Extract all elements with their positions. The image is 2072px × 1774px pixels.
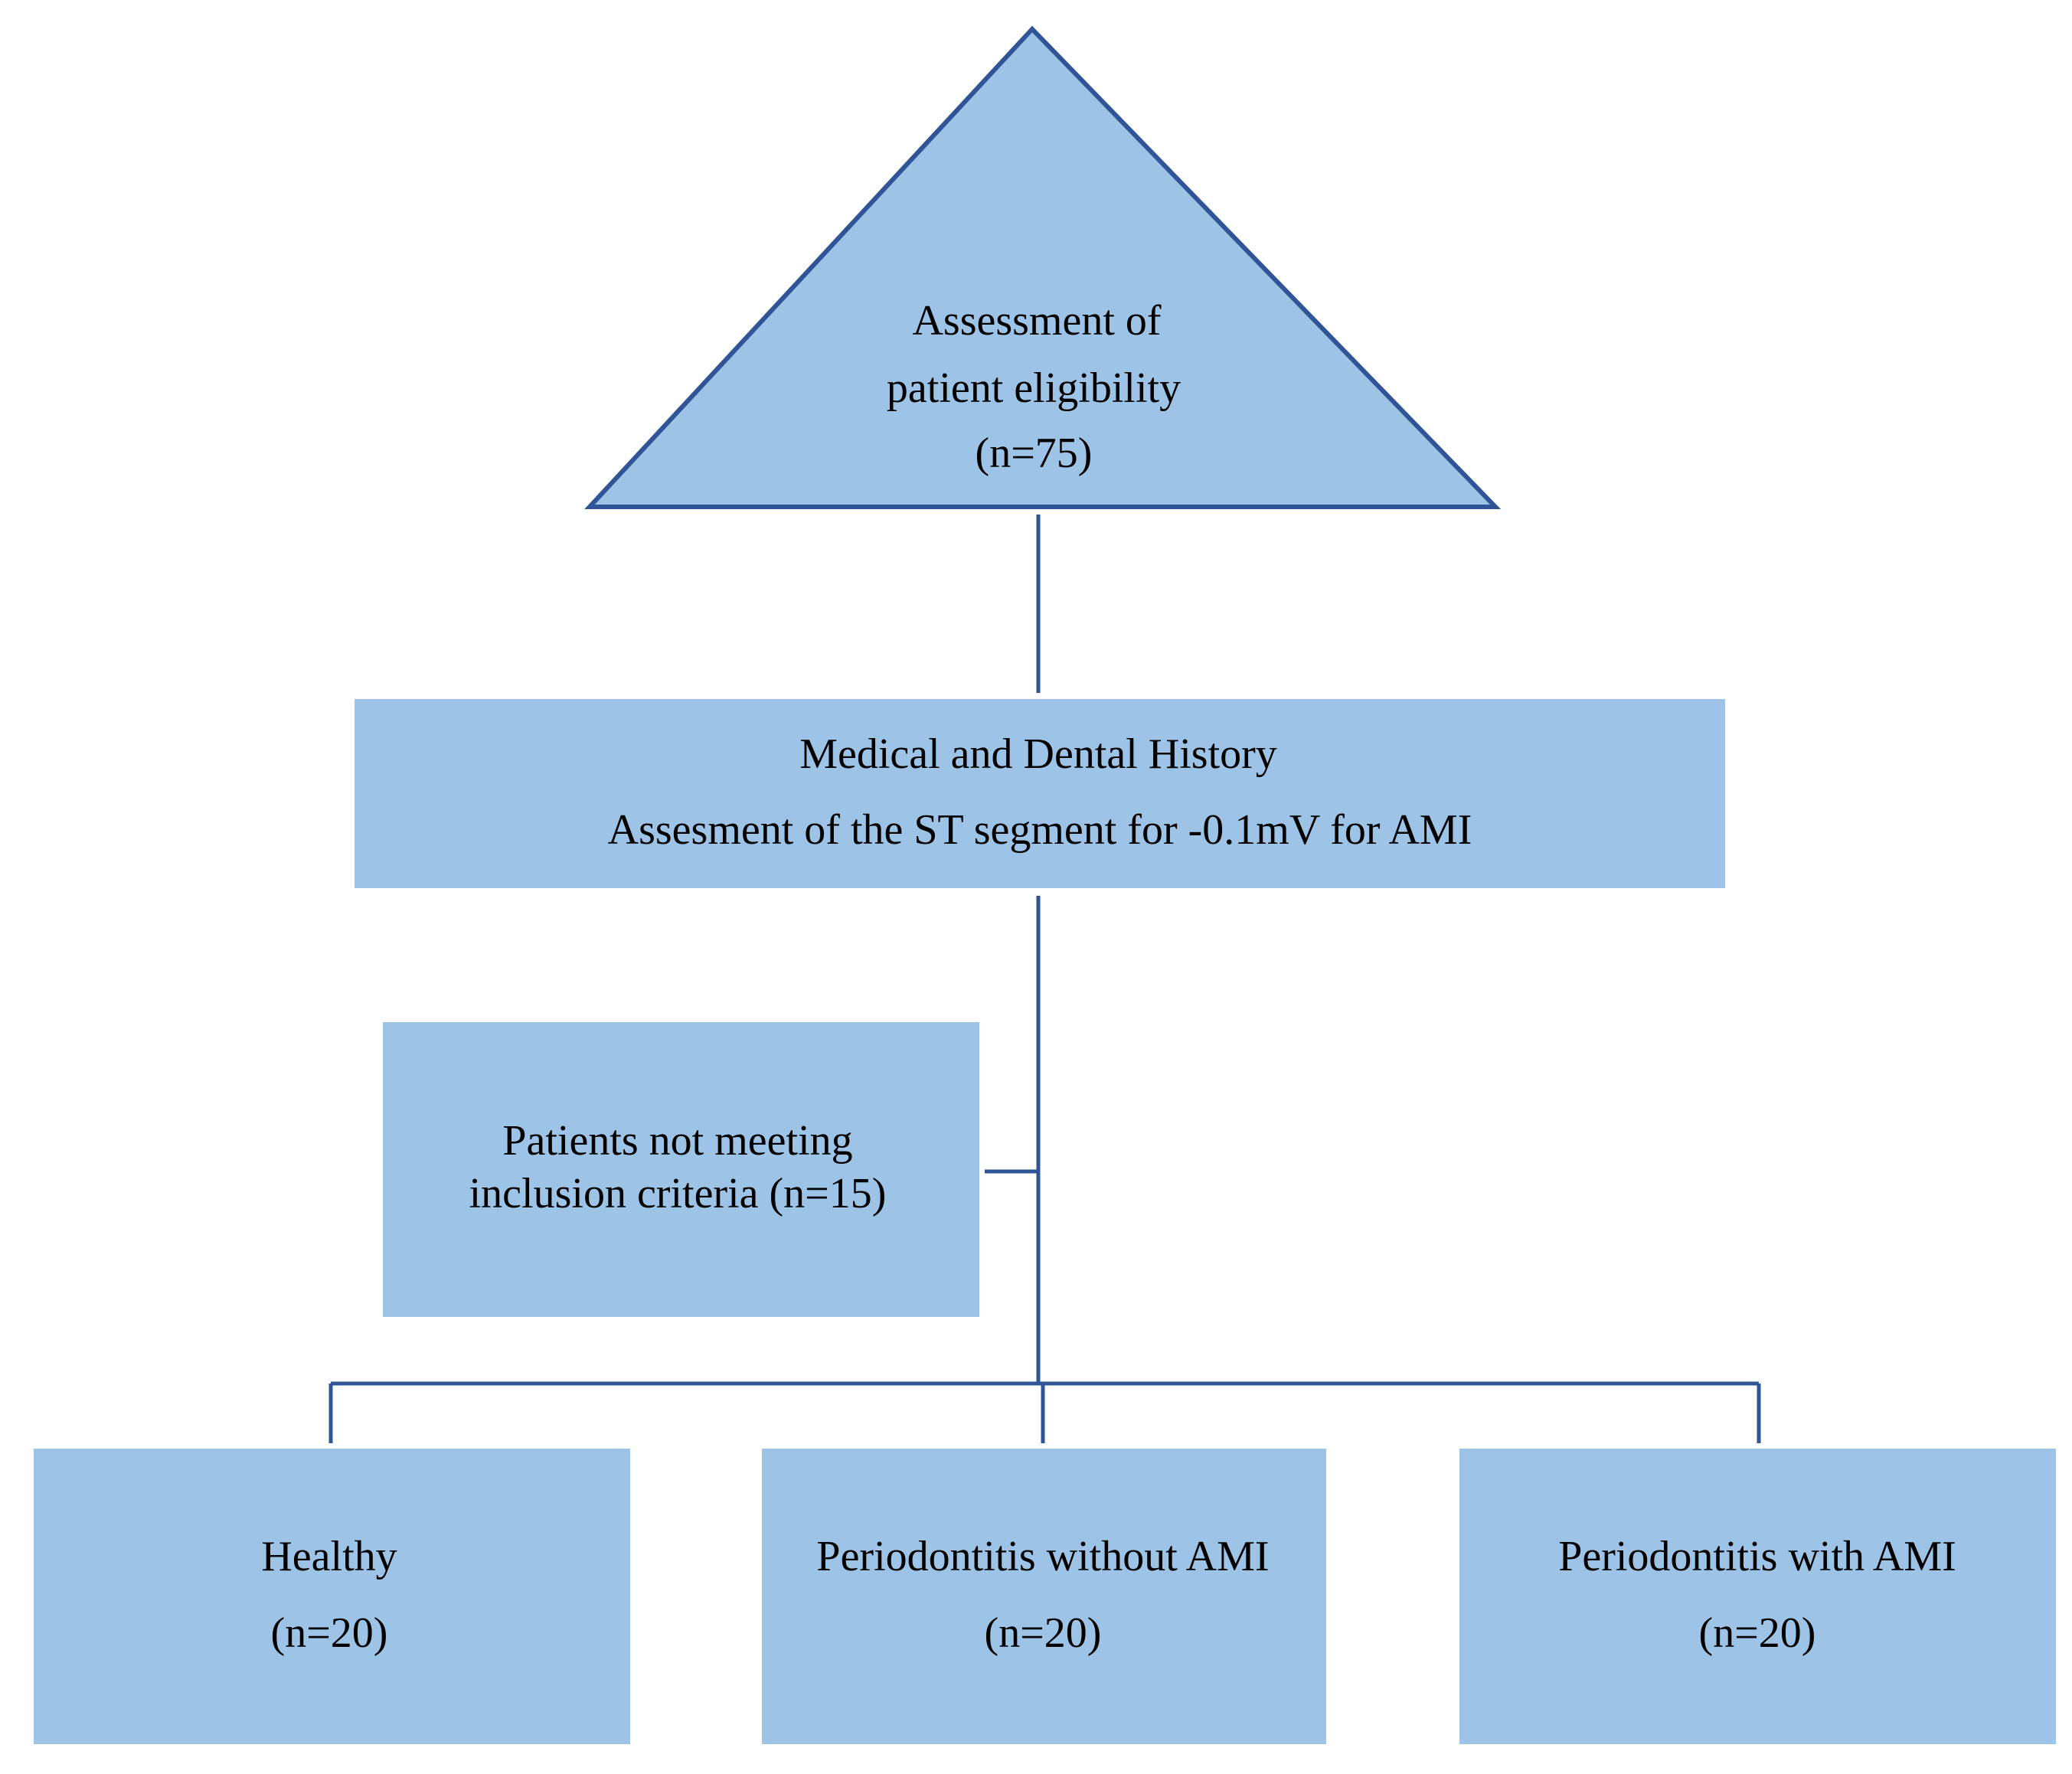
eligibility-triangle (584, 25, 1502, 509)
healthy-line-2: (n=20) (271, 1609, 388, 1657)
healthy-box (34, 1449, 630, 1744)
eligibility-node: Assessment of patient eligibility (n=75) (584, 25, 1502, 509)
healthy-node: Healthy (n=20) (34, 1449, 630, 1744)
perio-ami-line-2: (n=20) (1699, 1609, 1816, 1657)
perio-ami-line-1: Periodontitis with AMI (1558, 1533, 1956, 1580)
perio-ami-node: Periodontitis with AMI (n=20) (1459, 1449, 2056, 1744)
eligibility-line-1: Assessment of (912, 297, 1161, 345)
perio-no-ami-line-1: Periodontitis without AMI (816, 1533, 1269, 1580)
eligibility-line-3: (n=75) (976, 430, 1093, 477)
connectors (328, 515, 1761, 1443)
healthy-line-1: Healthy (261, 1533, 397, 1580)
excluded-node: Patients not meeting inclusion criteria … (383, 1022, 979, 1317)
perio-no-ami-line-2: (n=20) (985, 1609, 1102, 1657)
perio-ami-box (1459, 1449, 2056, 1744)
eligibility-line-2: patient eligibility (887, 364, 1181, 412)
history-line-2: Assesment of the ST segment for -0.1mV f… (608, 806, 1472, 854)
history-box (355, 699, 1725, 888)
perio-no-ami-node: Periodontitis without AMI (n=20) (762, 1449, 1326, 1744)
excluded-line-2: inclusion criteria (n=15) (469, 1170, 887, 1217)
perio-no-ami-box (762, 1449, 1326, 1744)
excluded-box (383, 1022, 979, 1317)
history-line-1: Medical and Dental History (799, 730, 1277, 778)
excluded-line-1: Patients not meeting (502, 1117, 852, 1165)
history-node: Medical and Dental History Assesment of … (355, 699, 1725, 888)
